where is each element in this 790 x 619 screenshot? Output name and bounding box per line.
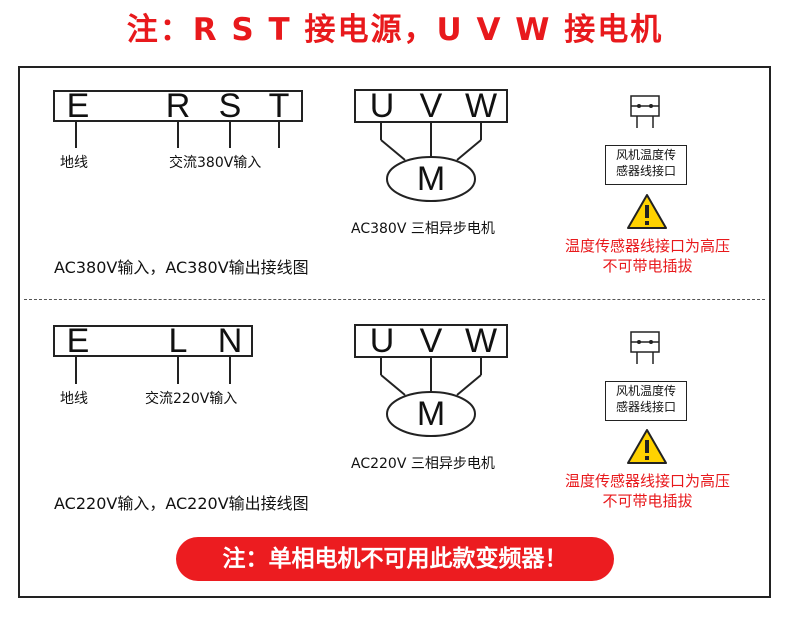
input-terminal-block-220v — [53, 325, 253, 357]
wire-t — [278, 122, 280, 148]
wiring-caption: AC220V输入，AC220V输出接线图 — [54, 494, 309, 513]
wire-e — [75, 357, 77, 384]
terminal-u: U — [369, 87, 395, 125]
sensor-interface-label: 风机温度传 感器线接口 — [605, 145, 687, 185]
sensor-interface-label: 风机温度传 感器线接口 — [605, 381, 687, 421]
terminal-l: L — [168, 322, 188, 360]
wire-r — [177, 122, 179, 148]
terminal-w: W — [464, 322, 498, 360]
wire-e — [75, 122, 77, 148]
label-ground: 地线 — [60, 391, 88, 407]
terminal-v: V — [419, 322, 443, 360]
diagram-frame — [18, 66, 771, 598]
high-voltage-warning: 温度传感器线接口为高压 不可带电插拔 — [564, 237, 730, 275]
terminal-s: S — [218, 87, 242, 125]
wiring-caption: AC380V输入，AC380V输出接线图 — [54, 258, 309, 277]
section-divider — [24, 299, 765, 300]
motor-diagram-220v — [354, 324, 508, 437]
motor-symbol: M — [416, 160, 446, 198]
terminal-w: W — [464, 87, 498, 125]
high-voltage-warning: 温度传感器线接口为高压 不可带电插拔 — [564, 472, 730, 510]
terminal-t: T — [268, 87, 290, 125]
warning-icon — [627, 429, 667, 464]
wire-s — [229, 122, 231, 148]
input-terminal-block-380v — [53, 90, 303, 122]
terminal-v: V — [419, 87, 443, 125]
motor-caption: AC380V 三相异步电机 — [351, 221, 495, 237]
terminal-u: U — [369, 322, 395, 360]
single-phase-warning-banner: 注：单相电机不可用此款变频器！ — [176, 537, 614, 581]
terminal-n: N — [217, 322, 243, 360]
label-input: 交流220V输入 — [145, 391, 238, 407]
wire-l — [177, 357, 179, 384]
warning-icon — [627, 194, 667, 229]
wire-n — [229, 357, 231, 384]
motor-symbol: M — [416, 395, 446, 433]
terminal-r: R — [165, 87, 191, 125]
motor-caption: AC220V 三相异步电机 — [351, 456, 495, 472]
sensor-connector-icon — [630, 95, 660, 128]
page-title: 注：R S T 接电源，U V W 接电机 — [126, 12, 664, 48]
terminal-e: E — [66, 322, 90, 360]
sensor-connector-icon — [630, 331, 660, 364]
label-input: 交流380V输入 — [169, 155, 262, 171]
motor-diagram-380v — [354, 89, 508, 202]
terminal-e: E — [66, 87, 90, 125]
label-ground: 地线 — [60, 155, 88, 171]
